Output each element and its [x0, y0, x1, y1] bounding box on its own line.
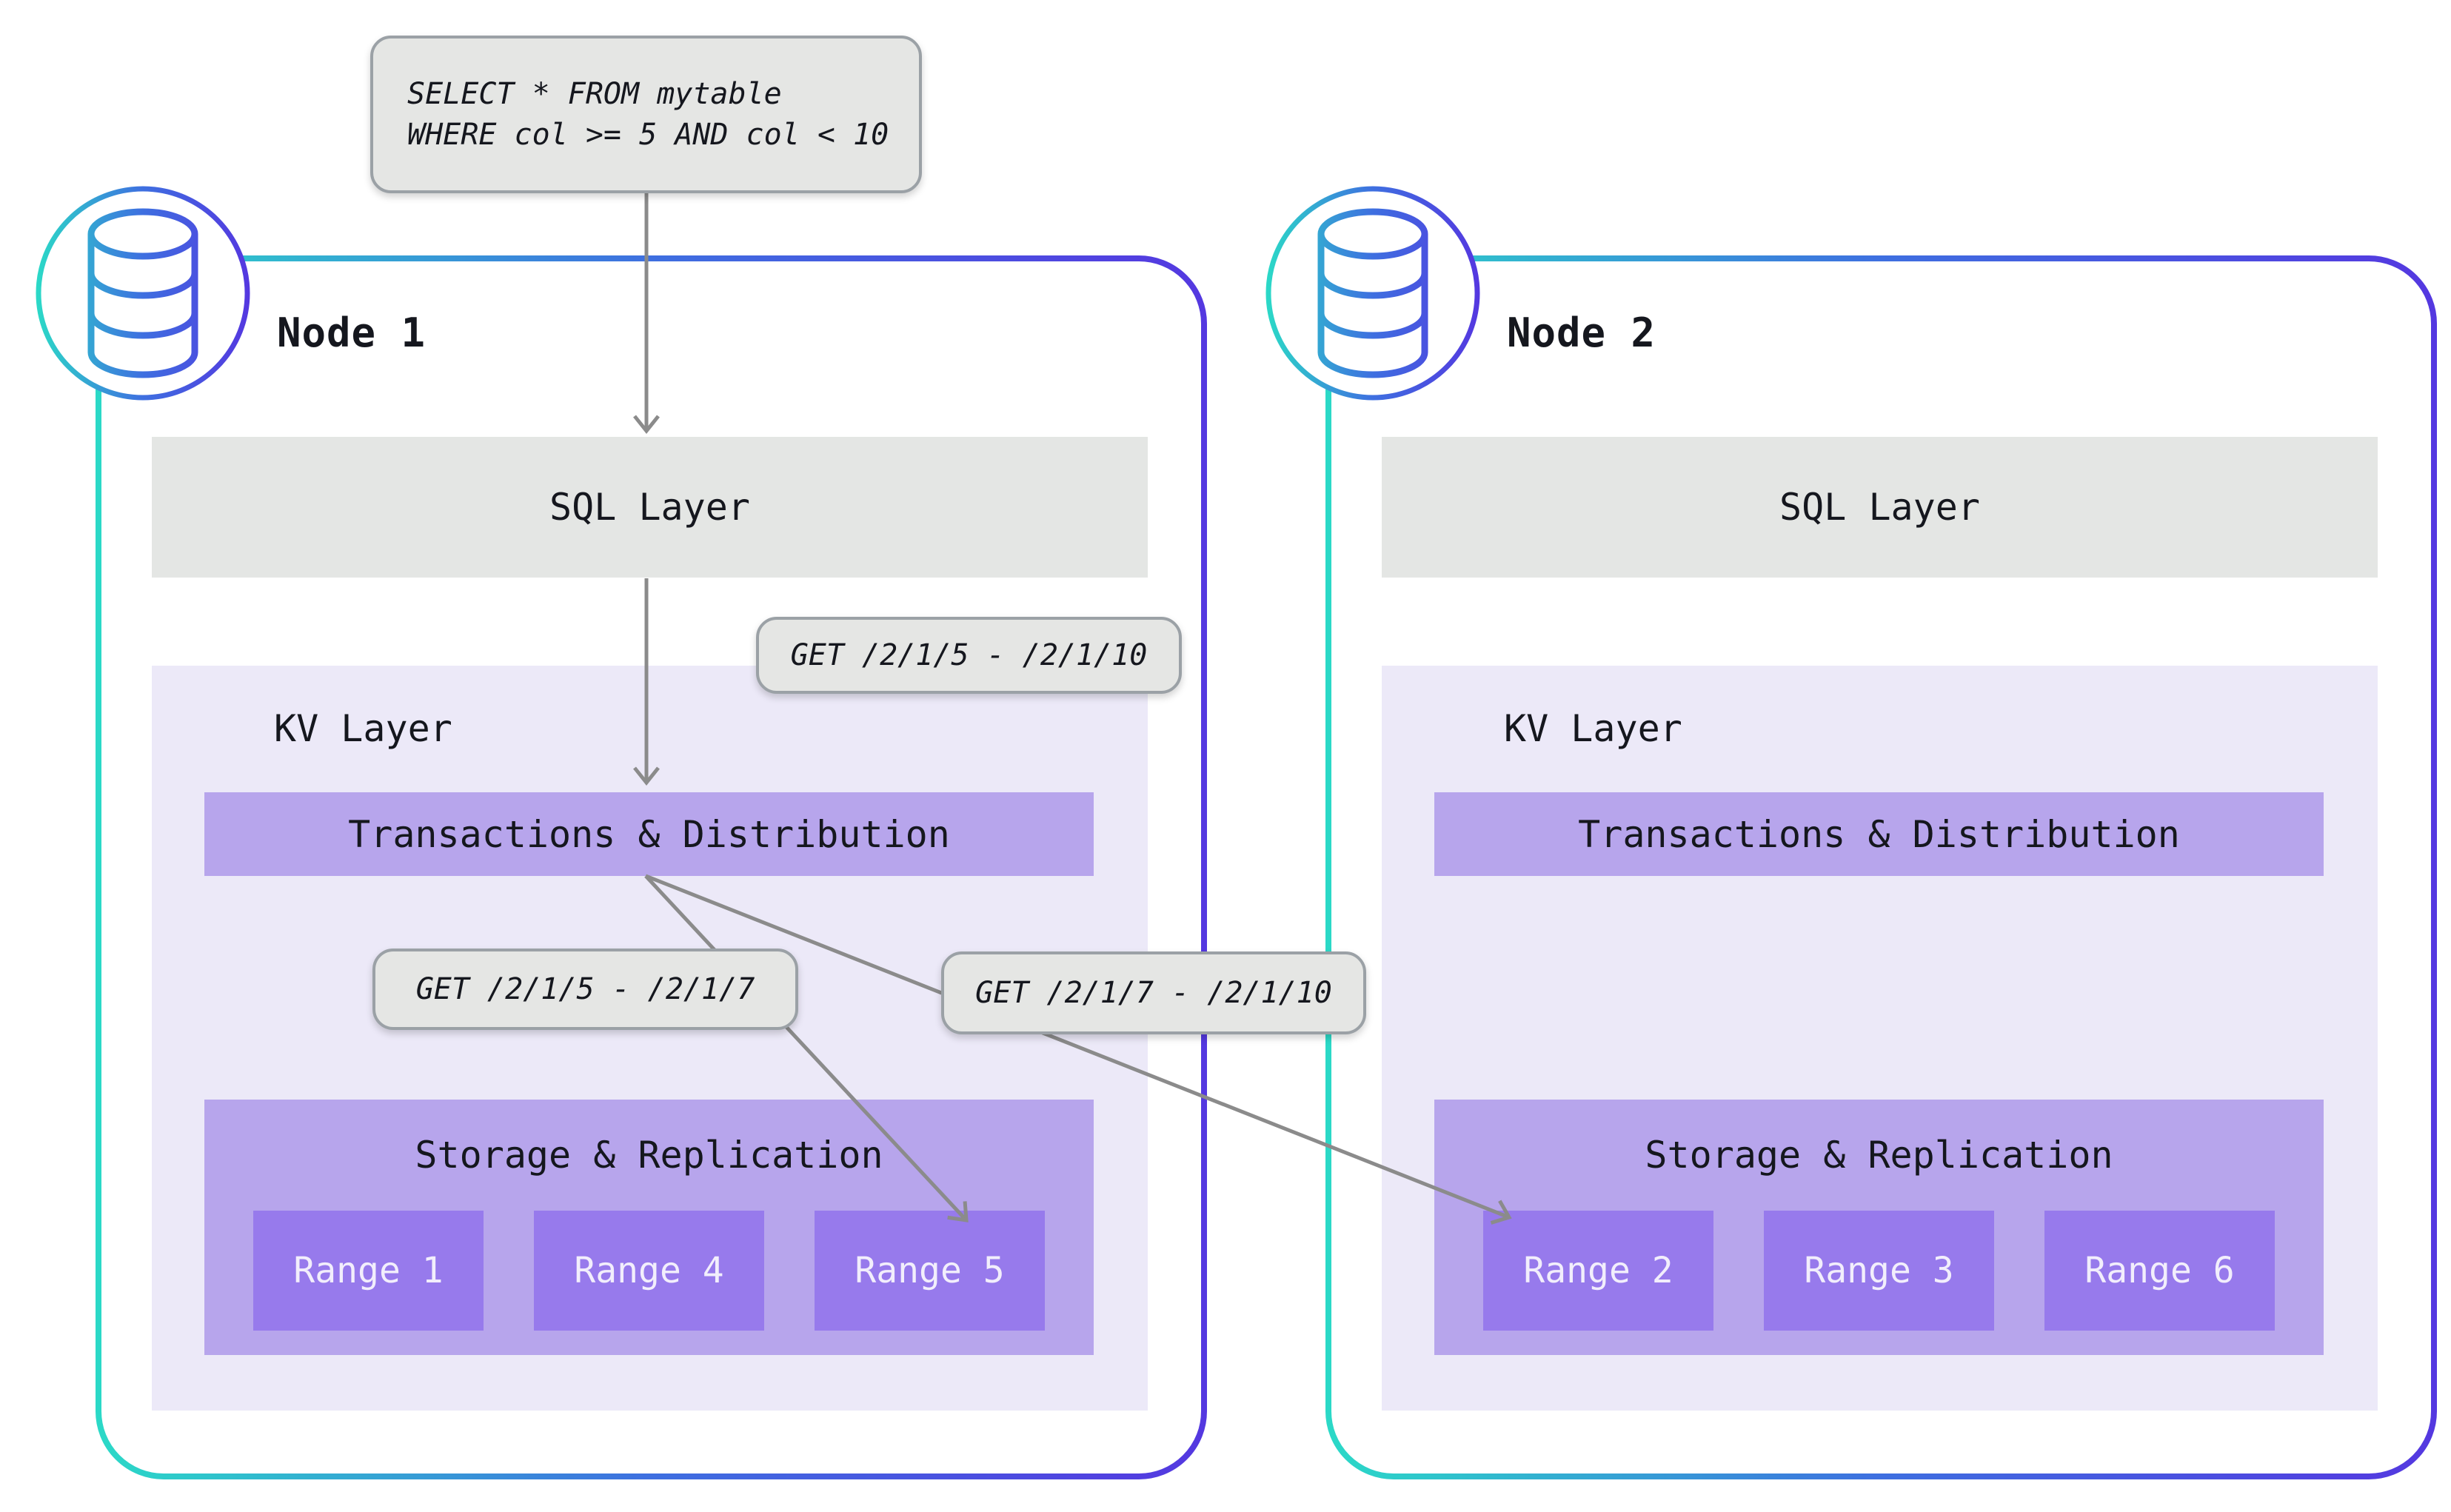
range-row: Range 2 Range 3 Range 6 [1483, 1211, 2275, 1331]
get-request-left-split-bubble: GET /2/1/5 - /2/1/7 [372, 949, 798, 1030]
transactions-distribution-box: Transactions & Distribution [1434, 792, 2324, 876]
range-box: Range 3 [1764, 1211, 1994, 1331]
range-box: Range 4 [534, 1211, 764, 1331]
sql-layer-box: SQL Layer [152, 437, 1148, 578]
arrow-transactions-to-range5 [644, 874, 969, 1222]
get-request-right-split-label: GET /2/1/7 - /2/1/10 [975, 976, 1332, 1010]
node-2-title: Node 2 [1507, 310, 1656, 356]
get-request-right-split-bubble: GET /2/1/7 - /2/1/10 [941, 951, 1366, 1034]
sql-layer-label: SQL Layer [549, 486, 750, 529]
range-box: Range 5 [815, 1211, 1045, 1331]
transactions-distribution-label: Transactions & Distribution [1578, 812, 2180, 856]
sql-query-bubble: SELECT * FROM mytable WHERE col >= 5 AND… [370, 36, 922, 193]
range-box: Range 2 [1483, 1211, 1713, 1331]
transactions-distribution-label: Transactions & Distribution [348, 812, 950, 856]
get-request-full-range-label: GET /2/1/5 - /2/1/10 [790, 638, 1148, 672]
node-1-title: Node 1 [277, 310, 427, 356]
kv-layer-label: KV Layer [274, 707, 452, 750]
storage-replication-label: Storage & Replication [1645, 1134, 2113, 1177]
storage-replication-box: Storage & Replication Range 2 Range 3 Ra… [1434, 1100, 2324, 1355]
storage-replication-box: Storage & Replication Range 1 Range 4 Ra… [204, 1100, 1094, 1355]
sql-query-line-1: SELECT * FROM mytable [407, 76, 782, 111]
sql-layer-label: SQL Layer [1779, 486, 1980, 529]
kv-layer-box: KV Layer Transactions & Distribution Sto… [1382, 666, 2378, 1411]
arrow-transactions-to-node2-range2 [645, 874, 1512, 1225]
database-icon [1265, 186, 1480, 401]
storage-replication-label: Storage & Replication [415, 1134, 883, 1177]
range-row: Range 1 Range 4 Range 5 [253, 1211, 1045, 1331]
kv-layer-box: KV Layer Transactions & Distribution Sto… [152, 666, 1148, 1411]
range-box: Range 1 [253, 1211, 484, 1331]
get-request-full-range-bubble: GET /2/1/5 - /2/1/10 [756, 617, 1182, 694]
database-icon [36, 186, 250, 401]
kv-layer-label: KV Layer [1504, 707, 1682, 750]
get-request-left-split-label: GET /2/1/5 - /2/1/7 [415, 972, 755, 1006]
sql-query-line-2: WHERE col >= 5 AND col < 10 [407, 117, 889, 152]
sql-layer-box: SQL Layer [1382, 437, 2378, 578]
node-1: Node 1 SQL Layer KV Layer Transactions &… [0, 0, 1221, 1512]
transactions-distribution-box: Transactions & Distribution [204, 792, 1094, 876]
range-box: Range 6 [2044, 1211, 2275, 1331]
node-2: Node 2 SQL Layer KV Layer Transactions &… [1230, 0, 2451, 1512]
